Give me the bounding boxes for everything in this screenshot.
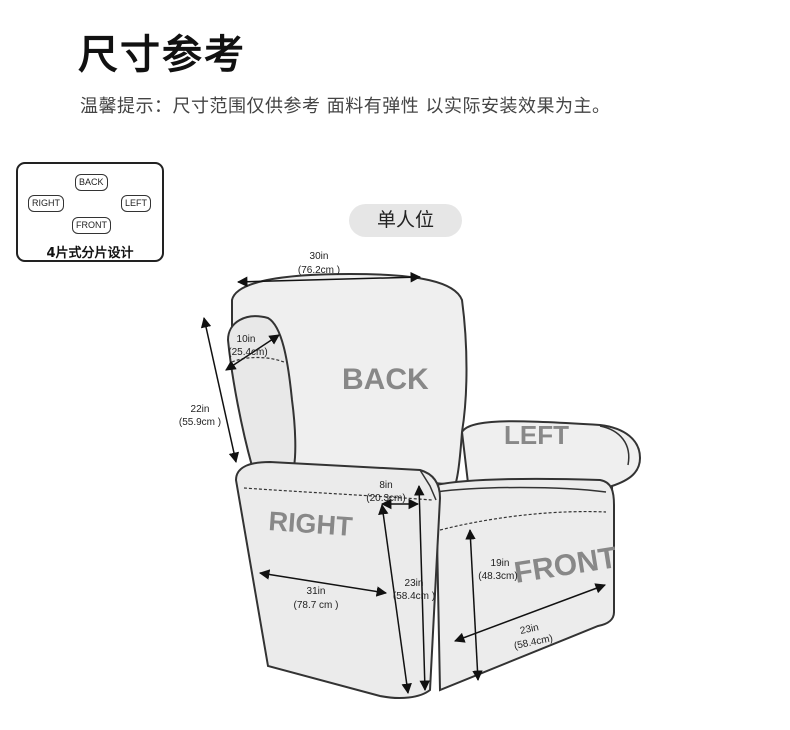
dim-side-height-cm: (58.4cm )	[393, 591, 435, 602]
legend-right: RIGHT	[28, 195, 64, 212]
dim-side-height-in: 23in	[405, 578, 424, 589]
dim-front-width-in: 23in	[519, 622, 540, 637]
seat-type-badge: 单人位	[349, 204, 462, 237]
size-tip: 温馨提示：尺寸范围仅供参考 面料有弹性 以实际安装效果为主。	[80, 96, 611, 117]
dim-arm-top-cm: (25.4cm)	[228, 347, 267, 358]
panel-legend: BACK RIGHT LEFT FRONT 4片式分片设计	[16, 162, 164, 262]
dim-arm-width-in: 8in	[379, 480, 392, 491]
dim-side-depth-cm: (78.7 cm )	[293, 600, 338, 611]
dim-front-height-cm: (48.3cm)	[478, 571, 517, 582]
dim-side-depth-in: 31in	[307, 586, 326, 597]
legend-front: FRONT	[72, 217, 111, 234]
dim-arm-width-cm: (20.3cm)	[366, 493, 405, 504]
panel-label-back: BACK	[342, 363, 429, 396]
legend-back: BACK	[75, 174, 108, 191]
page-title: 尺寸参考	[78, 32, 246, 78]
dim-width-in: 30in	[310, 251, 329, 262]
dim-back-height-cm: (55.9cm )	[179, 417, 221, 428]
dim-front-height-in: 19in	[491, 558, 510, 569]
panel-label-left: LEFT	[504, 420, 569, 450]
dim-width-cm: (76.2cm )	[298, 265, 340, 276]
panel-label-right: RIGHT	[268, 506, 354, 542]
dim-back-height-in: 22in	[191, 404, 210, 415]
legend-left: LEFT	[121, 195, 152, 212]
dim-arm-top-in: 10in	[237, 334, 256, 345]
legend-caption: 4片式分片设计	[46, 246, 134, 261]
